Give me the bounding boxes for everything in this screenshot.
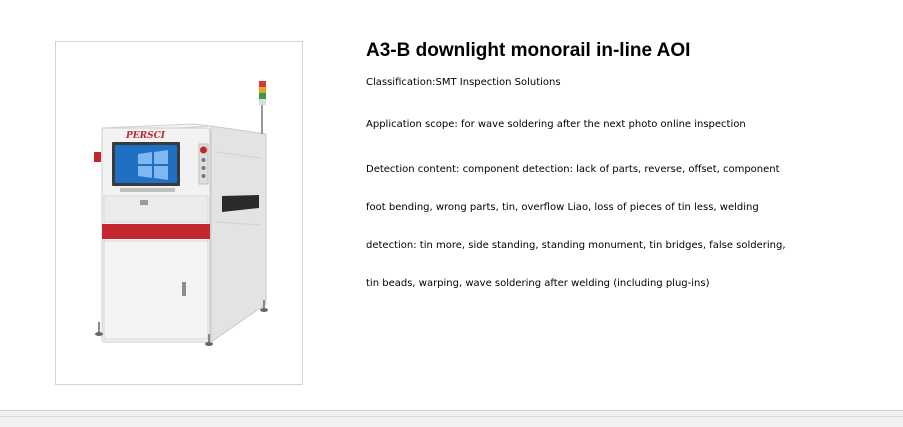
application-scope: Application scope: for wave soldering af… [366,119,746,130]
product-image: PERSCI [55,41,303,385]
aoi-machine-illustration: PERSCI [94,81,268,346]
product-title: A3-B downlight monorail in-line AOI [366,40,691,61]
detection-content: Detection content: component detection: … [366,164,886,316]
red-band [102,224,210,239]
emergency-stop-icon [200,146,207,154]
product-info: A3-B downlight monorail in-line AOI Clas… [366,38,886,316]
horizontal-scrollbar[interactable] [0,410,903,427]
product-classification: Classification:SMT Inspection Solutions [366,77,561,88]
detection-line: foot bending, wrong parts, tin, overflow… [366,202,759,213]
brand-logo: PERSCI [125,131,166,141]
detection-line: Detection content: component detection: … [366,164,780,175]
detection-line: detection: tin more, side standing, stan… [366,240,786,251]
detection-line: tin beads, warping, wave soldering after… [366,278,710,289]
